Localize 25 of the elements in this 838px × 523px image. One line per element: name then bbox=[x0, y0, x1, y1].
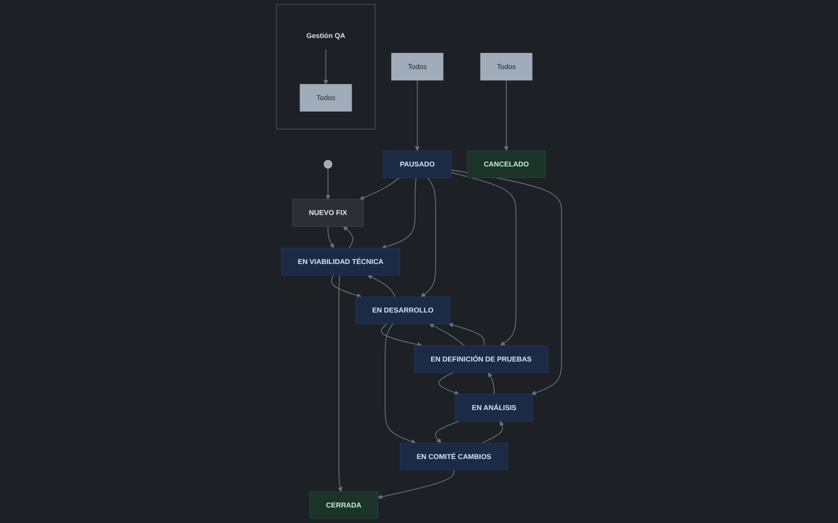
arrow bbox=[338, 274, 343, 492]
arrow bbox=[343, 226, 354, 249]
arrow bbox=[328, 226, 334, 248]
arrow bbox=[488, 372, 495, 395]
arrow bbox=[482, 421, 504, 444]
arrow bbox=[380, 323, 422, 347]
arrow bbox=[438, 372, 460, 395]
arrow bbox=[429, 324, 465, 346]
arrow bbox=[450, 172, 516, 346]
arrow bbox=[414, 80, 420, 151]
arrow bbox=[504, 80, 509, 151]
cluster bbox=[276, 4, 376, 130]
arrow bbox=[448, 322, 485, 346]
arrow bbox=[435, 420, 460, 444]
node-circle bbox=[324, 160, 332, 169]
arrow bbox=[359, 177, 400, 200]
arrow bbox=[420, 177, 436, 298]
arrow bbox=[382, 177, 416, 250]
arrow bbox=[450, 170, 562, 396]
arrow bbox=[367, 274, 396, 298]
arrow bbox=[384, 323, 416, 444]
arrow bbox=[331, 274, 362, 298]
arrow bbox=[378, 470, 454, 500]
arrow bbox=[326, 168, 330, 200]
arrow bbox=[323, 48, 328, 85]
